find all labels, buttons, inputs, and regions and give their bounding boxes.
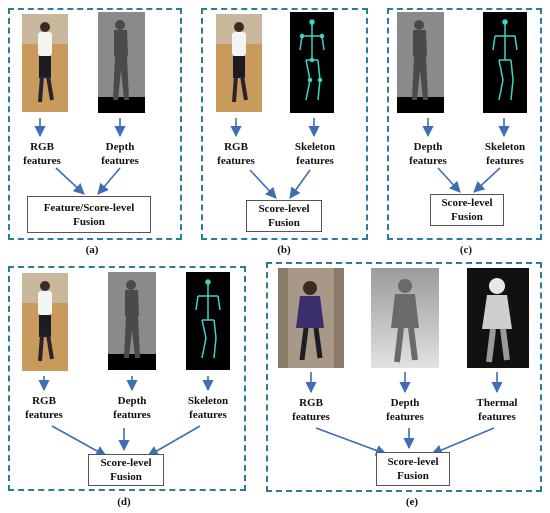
- thermal-image-e: [467, 268, 529, 368]
- fusion-box-d: Score-level Fusion: [88, 454, 164, 486]
- caption-d: (d): [117, 496, 131, 508]
- caption-b: (b): [277, 244, 291, 256]
- skeleton-image-c: [483, 12, 527, 113]
- caption-a: (a): [85, 244, 99, 256]
- fusion-box-a: Feature/Score-level Fusion: [27, 196, 151, 233]
- depth-image-a: [98, 12, 145, 113]
- caption-c: (c): [459, 244, 473, 256]
- feature-label-skeleton-b: Skeleton features: [294, 141, 336, 167]
- skeleton-image-d: [186, 272, 230, 370]
- feature-label-skeleton-d: Skeleton features: [187, 395, 229, 421]
- rgb-image-b: [216, 14, 262, 112]
- rgb-image-d: [22, 273, 68, 371]
- feature-label-skeleton-c: Skeleton features: [484, 141, 526, 167]
- feature-label-thermal-e: Thermal features: [476, 397, 518, 423]
- panel-e: [266, 262, 542, 492]
- skeleton-image-b: [290, 12, 334, 113]
- panel-c: [387, 8, 542, 240]
- depth-image-d: [108, 272, 156, 370]
- feature-label-depth-e: Depth features: [386, 397, 424, 423]
- feature-label-rgb-a: RGB features: [23, 141, 61, 167]
- rgb-image-a: [22, 14, 68, 112]
- feature-label-rgb-d: RGB features: [25, 395, 63, 421]
- panel-d: [8, 266, 246, 491]
- feature-label-rgb-e: RGB features: [292, 397, 330, 423]
- feature-label-depth-c: Depth features: [409, 141, 447, 167]
- feature-label-rgb-b: RGB features: [217, 141, 255, 167]
- fusion-box-c: Score-level Fusion: [430, 194, 504, 226]
- panel-b: [201, 8, 368, 240]
- depth-image-c: [397, 12, 444, 113]
- feature-label-depth-d: Depth features: [113, 395, 151, 421]
- depth-image-e: [371, 268, 439, 368]
- panel-a: [8, 8, 182, 240]
- fusion-box-b: Score-level Fusion: [246, 200, 322, 232]
- caption-e: (e): [405, 496, 419, 508]
- rgb-image-e: [278, 268, 344, 368]
- fusion-box-e: Score-level Fusion: [376, 452, 450, 486]
- feature-label-depth-a: Depth features: [101, 141, 139, 167]
